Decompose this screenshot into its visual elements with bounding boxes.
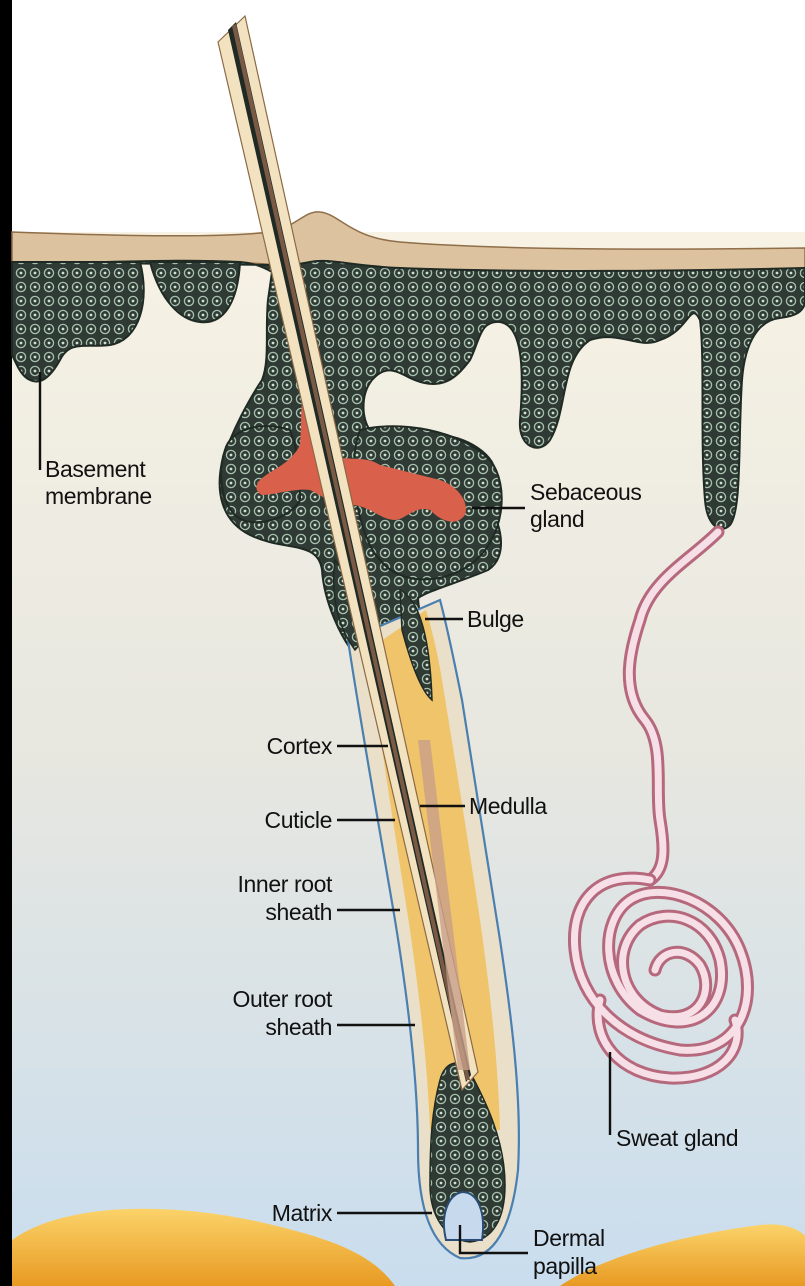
label-bulge: Bulge [467, 606, 524, 632]
label-dermal-papilla-1: Dermal [533, 1225, 605, 1251]
label-inner-root-sheath-1: Inner root [238, 871, 333, 897]
label-sweat-gland: Sweat gland [616, 1125, 738, 1151]
label-matrix: Matrix [272, 1200, 333, 1226]
label-cortex: Cortex [267, 733, 333, 759]
air-region [12, 0, 805, 240]
label-inner-root-sheath-2: sheath [265, 899, 332, 925]
dermal-papilla [444, 1192, 483, 1240]
label-cuticle: Cuticle [264, 807, 332, 833]
label-dermal-papilla-2: papilla [533, 1253, 597, 1279]
label-outer-root-sheath-1: Outer root [232, 986, 333, 1012]
label-basement-membrane-1: Basement [45, 456, 146, 482]
label-medulla: Medulla [469, 793, 547, 819]
label-sebaceous-gland-1: Sebaceous [530, 479, 642, 505]
label-outer-root-sheath-2: sheath [265, 1014, 332, 1040]
label-sebaceous-gland-2: gland [530, 506, 584, 532]
label-basement-membrane-2: membrane [45, 483, 152, 509]
